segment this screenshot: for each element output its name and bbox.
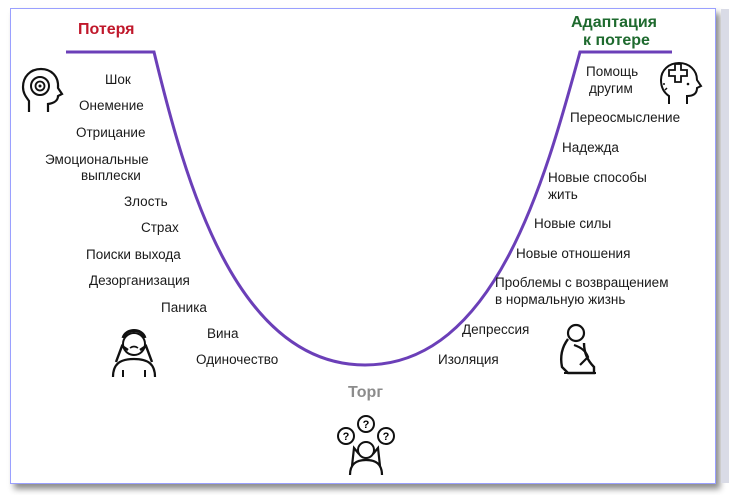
stage-new-ways-line1: Новые способы xyxy=(548,170,647,185)
stage-depression: Депрессия xyxy=(462,322,530,337)
head-cross-icon xyxy=(659,61,703,104)
stage-new-strength: Новые силы xyxy=(534,216,612,231)
head-brain-icon xyxy=(21,67,64,112)
stage-new-ways-line2: жить xyxy=(548,187,578,202)
stage-emotional-outbursts-line2: выплески xyxy=(81,168,141,183)
distressed-person-icon xyxy=(111,329,157,378)
stage-loneliness: Одиночество xyxy=(196,352,279,367)
stage-return-problems-line1: Проблемы с возвращением xyxy=(495,275,669,290)
questioning-person-icon: ? ? ? xyxy=(337,415,395,476)
stage-rethinking: Переосмысление xyxy=(570,110,681,125)
svg-text:?: ? xyxy=(383,431,390,443)
stage-anger: Злость xyxy=(124,194,168,209)
svg-text:?: ? xyxy=(343,431,350,443)
stage-numbness: Онемение xyxy=(79,98,144,113)
stage-hope: Надежда xyxy=(562,140,619,155)
phase-bargaining-title: Торг xyxy=(348,384,383,401)
stage-emotional-outbursts-line1: Эмоциональные xyxy=(45,152,149,167)
stage-shock: Шок xyxy=(105,72,131,87)
stage-new-relationships: Новые отношения xyxy=(516,246,631,261)
stage-helping-others-line2: другим xyxy=(589,81,633,96)
stage-fear: Страх xyxy=(141,220,179,235)
stage-guilt: Вина xyxy=(207,326,239,341)
stage-helping-others-line1: Помощь xyxy=(586,64,639,79)
curve-path xyxy=(66,50,672,367)
stage-isolation: Изоляция xyxy=(438,352,499,367)
stage-return-problems-line2: в нормальную жизнь xyxy=(495,292,626,307)
phase-adaptation-title-line1: Адаптация xyxy=(571,14,658,31)
phase-loss-title: Потеря xyxy=(78,21,135,38)
stage-panic: Паника xyxy=(161,300,207,315)
phase-adaptation-title-line2: к потере xyxy=(583,32,650,49)
diagram-frame xyxy=(10,8,729,484)
stage-search-for-way-out: Поиски выхода xyxy=(86,247,181,262)
sitting-sad-person-icon xyxy=(560,323,596,375)
stage-disorganization: Дезорганизация xyxy=(89,273,190,288)
svg-text:?: ? xyxy=(363,419,370,431)
stage-denial: Отрицание xyxy=(76,125,146,140)
